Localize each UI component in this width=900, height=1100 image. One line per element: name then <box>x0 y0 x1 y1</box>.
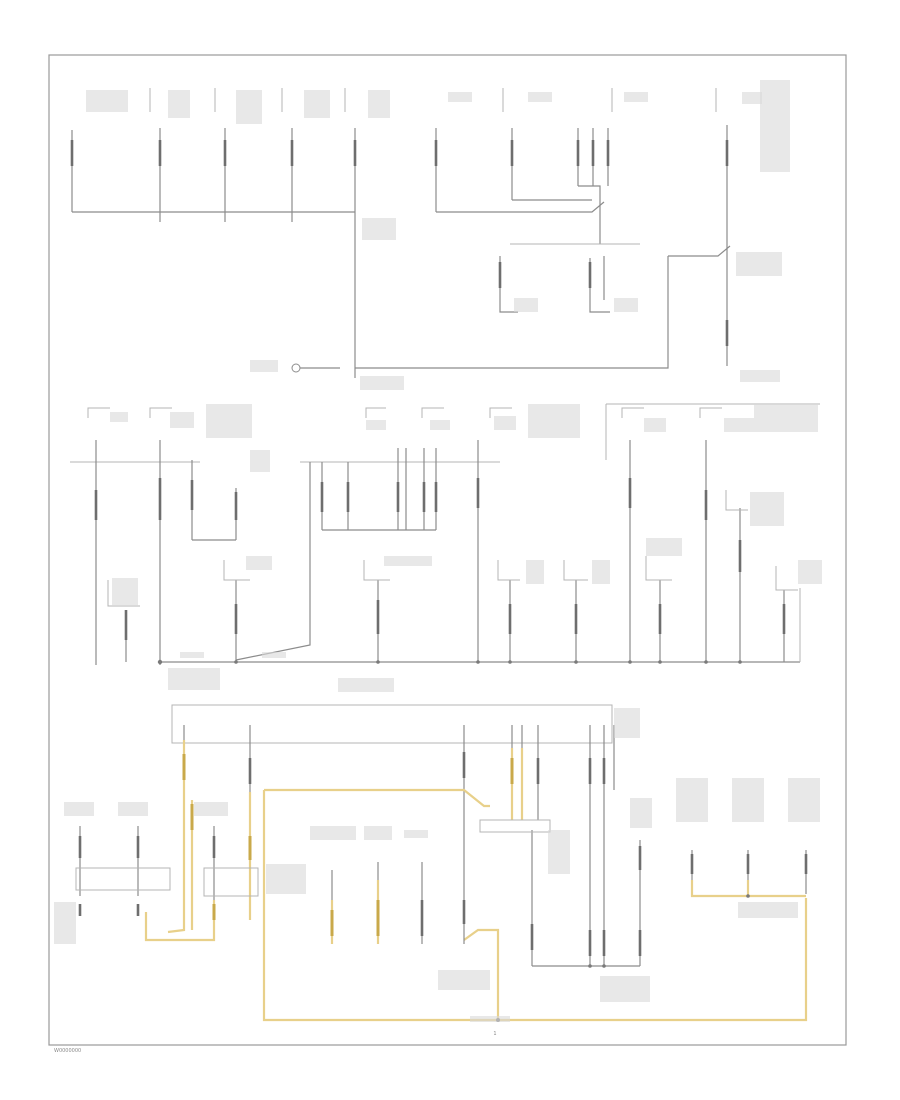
middle-section <box>70 403 822 692</box>
top-component-labels <box>86 80 790 390</box>
diagram-frame <box>48 54 847 1046</box>
bottom-component-labels <box>54 708 820 1022</box>
bottom-connector-markers <box>78 752 808 956</box>
middle-component-labels <box>110 404 822 692</box>
bottom-drop-wires <box>79 725 807 966</box>
top-connector-markers <box>70 140 729 346</box>
bottom-splice-dots <box>496 894 750 1022</box>
middle-connector-markers <box>94 478 786 640</box>
bottom-harness-box <box>171 704 613 744</box>
footer-code: W0000000 <box>54 1048 81 1054</box>
top-section <box>70 80 790 390</box>
middle-splice-dots <box>157 659 742 665</box>
bottom-section <box>54 704 820 1022</box>
page-marker: 1 <box>493 1031 496 1037</box>
top-component-drops <box>71 88 728 378</box>
